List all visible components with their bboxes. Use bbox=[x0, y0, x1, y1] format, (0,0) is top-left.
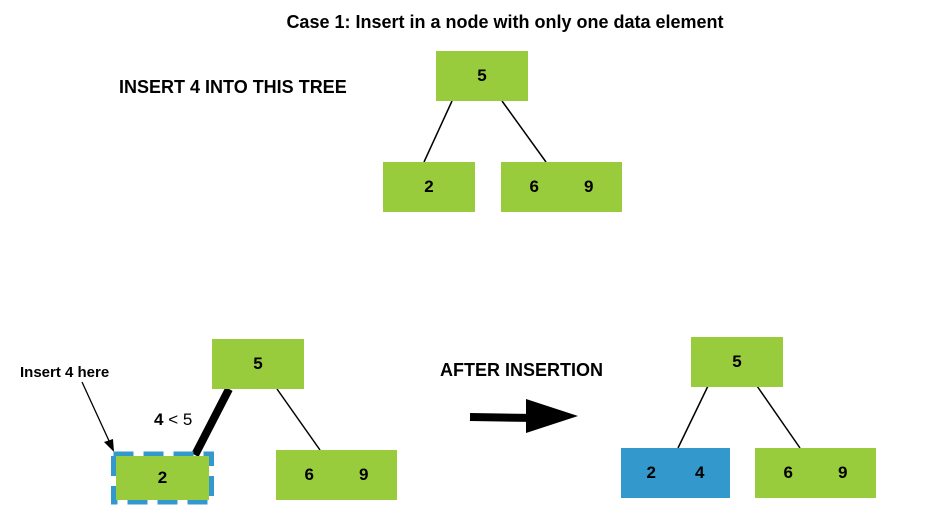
comparison-left: 4 bbox=[154, 410, 164, 429]
tree1-right-key-1: 9 bbox=[584, 177, 594, 196]
tree1-left-node: 2 bbox=[383, 162, 475, 212]
comparison-right: 5 bbox=[182, 410, 193, 429]
tree3-root-key-0: 5 bbox=[732, 352, 742, 371]
tree3-root-node: 5 bbox=[691, 337, 783, 387]
insert-pointer-head bbox=[104, 439, 114, 452]
insert-here-label: Insert 4 here bbox=[20, 364, 110, 381]
tree3-edge-left bbox=[677, 385, 709, 449]
after-insertion-label: AFTER INSERTION bbox=[440, 360, 604, 380]
tree2-root-node: 5 bbox=[212, 339, 304, 389]
tree3-edge-right bbox=[756, 385, 801, 449]
insert-pointer-line bbox=[81, 381, 111, 444]
tree1-edge-right bbox=[501, 100, 547, 163]
tree3-right-node: 6 9 bbox=[755, 448, 876, 498]
tree1-left-key-0: 2 bbox=[424, 177, 434, 196]
tree1-edge-left bbox=[423, 100, 453, 163]
diagram-title: Case 1: Insert in a node with only one d… bbox=[286, 12, 724, 32]
tree2-right-key-0: 6 bbox=[304, 465, 314, 484]
comparison-op: < bbox=[163, 410, 183, 429]
instruction-label: INSERT 4 INTO THIS TREE bbox=[119, 77, 347, 97]
tree3-right-key-0: 6 bbox=[783, 463, 793, 482]
tree3-left-key-1: 4 bbox=[695, 463, 705, 482]
comparison-label: 4 < 5 bbox=[154, 410, 192, 430]
tree1-right-key-0: 6 bbox=[529, 177, 539, 196]
insert-target-dashed-outline bbox=[111, 451, 214, 505]
tree3-left-key-0: 2 bbox=[646, 463, 656, 482]
tree2-right-key-1: 9 bbox=[359, 465, 369, 484]
transition-arrow-shaft bbox=[469, 413, 537, 422]
tree2-edge-left-highlight bbox=[191, 387, 233, 457]
tree1-right-node: 6 9 bbox=[501, 162, 622, 212]
tree2-edge-right bbox=[276, 388, 321, 451]
tree3-left-node-updated: 2 4 bbox=[621, 448, 730, 498]
tree2-left-key-0: 2 bbox=[157, 468, 168, 487]
tree2-left-node: 2 bbox=[116, 456, 209, 500]
transition-arrow-head bbox=[526, 399, 578, 433]
tree1-root-node: 5 bbox=[436, 51, 528, 101]
tree3-right-key-1: 9 bbox=[838, 463, 848, 482]
tree2-right-node: 6 9 bbox=[276, 450, 397, 500]
tree1-root-key-0: 5 bbox=[477, 66, 487, 85]
tree2-root-key-0: 5 bbox=[253, 354, 263, 373]
